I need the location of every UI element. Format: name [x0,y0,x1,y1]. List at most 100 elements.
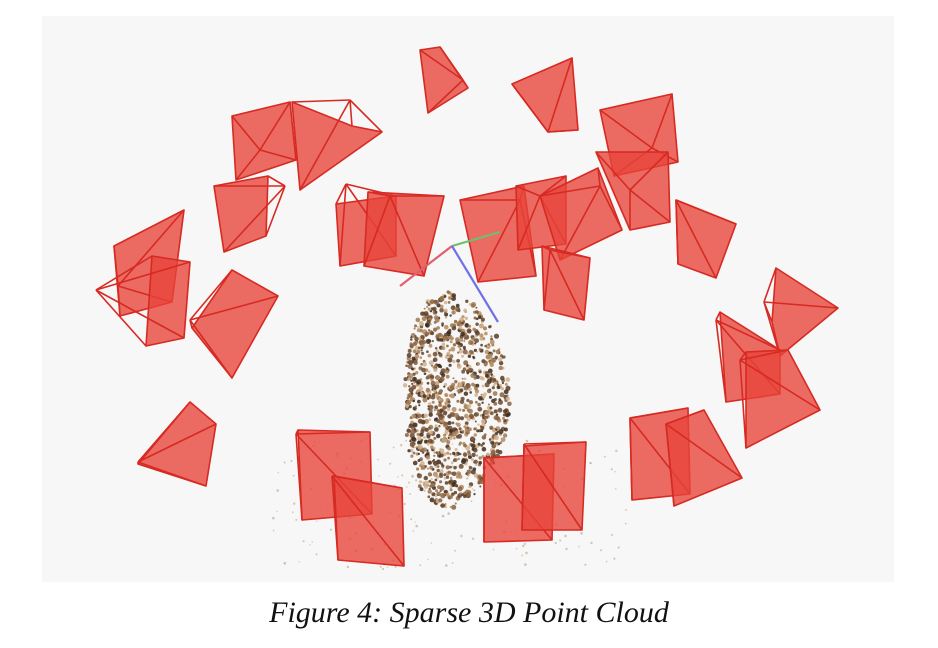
floor-point [610,534,613,536]
cloud-point [473,348,477,352]
cloud-point [489,362,494,367]
cloud-point [418,404,421,407]
camera-frustum [665,409,743,507]
cloud-point [436,337,440,341]
cloud-point [435,394,439,399]
cloud-point [467,387,472,392]
floor-point [580,532,583,535]
cloud-point [407,364,413,369]
cloud-point [426,397,430,400]
cloud-point [422,394,427,398]
cloud-point [406,396,410,400]
cloud-point [438,352,443,357]
cloud-point [420,311,425,316]
cloud-point [493,435,499,441]
cloud-point [427,329,431,332]
cloud-point [433,364,437,368]
camera-frustum [189,269,279,379]
cloud-point [455,303,460,308]
cloud-point [466,364,469,367]
camera-frustum [213,175,286,253]
cloud-point [420,363,423,366]
floor-point [613,557,616,560]
cloud-point [408,373,414,378]
cloud-point [418,386,424,391]
cloud-point [497,383,500,386]
cloud-point [429,497,435,503]
cloud-point [477,479,482,484]
cloud-point [408,425,411,428]
cloud-point [476,317,479,321]
floor-point [473,489,476,492]
cloud-point [418,339,424,346]
camera-frustum [511,57,579,133]
cloud-point [455,307,458,310]
cloud-point [439,376,445,382]
cloud-point [433,451,436,454]
camera-frustum [675,199,737,279]
cloud-point [409,448,414,453]
cloud-point [422,362,427,367]
floor-point [392,446,395,449]
cloud-point [458,463,464,469]
cloud-point [423,475,428,481]
cloud-point [473,459,478,464]
cloud-point [439,307,444,313]
cloud-point [488,395,492,399]
cloud-point [448,435,453,441]
floor-point [412,530,415,532]
cloud-point [438,414,444,420]
cloud-point [445,465,450,470]
cloud-point [442,336,448,341]
cloud-point [453,436,456,440]
camera-frustum [739,349,821,449]
cloud-point [408,385,411,388]
figure-panel [42,16,894,582]
cloud-point [463,360,469,366]
cloud-point [487,353,493,359]
cloud-point [448,349,451,352]
cloud-point [474,420,477,423]
cloud-point [428,360,434,366]
cloud-point [463,340,466,342]
cloud-point [447,414,452,419]
cloud-point [494,355,498,360]
cloud-point [457,493,463,498]
cloud-point [474,386,478,391]
cloud-point [433,454,436,457]
cloud-point [445,475,450,479]
camera-frustum [291,99,383,191]
camera-frustum [521,441,587,531]
cloud-point [426,350,429,354]
sparse-point-cloud [272,290,627,571]
cloud-point [484,382,490,388]
cloud-point [424,439,428,444]
floor-point [401,474,404,477]
cloud-point [432,351,438,357]
cloud-point [410,454,414,458]
cloud-point [412,376,417,382]
cloud-point [414,324,417,328]
cloud-point [409,442,415,448]
cloud-point [473,473,479,478]
cloud-point [471,447,475,451]
cloud-point [493,333,500,339]
floor-point [414,521,416,523]
cloud-point [405,404,409,408]
cloud-point [447,301,451,304]
cloud-point [429,374,435,380]
cloud-point [443,473,447,477]
cloud-point [402,383,408,388]
cloud-point [423,484,428,489]
cloud-point [436,468,440,473]
cloud-point [478,429,482,433]
cloud-point [420,335,425,339]
cloud-point [451,310,456,315]
cloud-point [477,474,482,479]
cloud-point [457,344,461,348]
cloud-point [416,473,422,479]
cloud-point [481,446,487,452]
floor-point [292,474,295,477]
cloud-point [427,460,432,465]
cloud-point [449,476,453,480]
